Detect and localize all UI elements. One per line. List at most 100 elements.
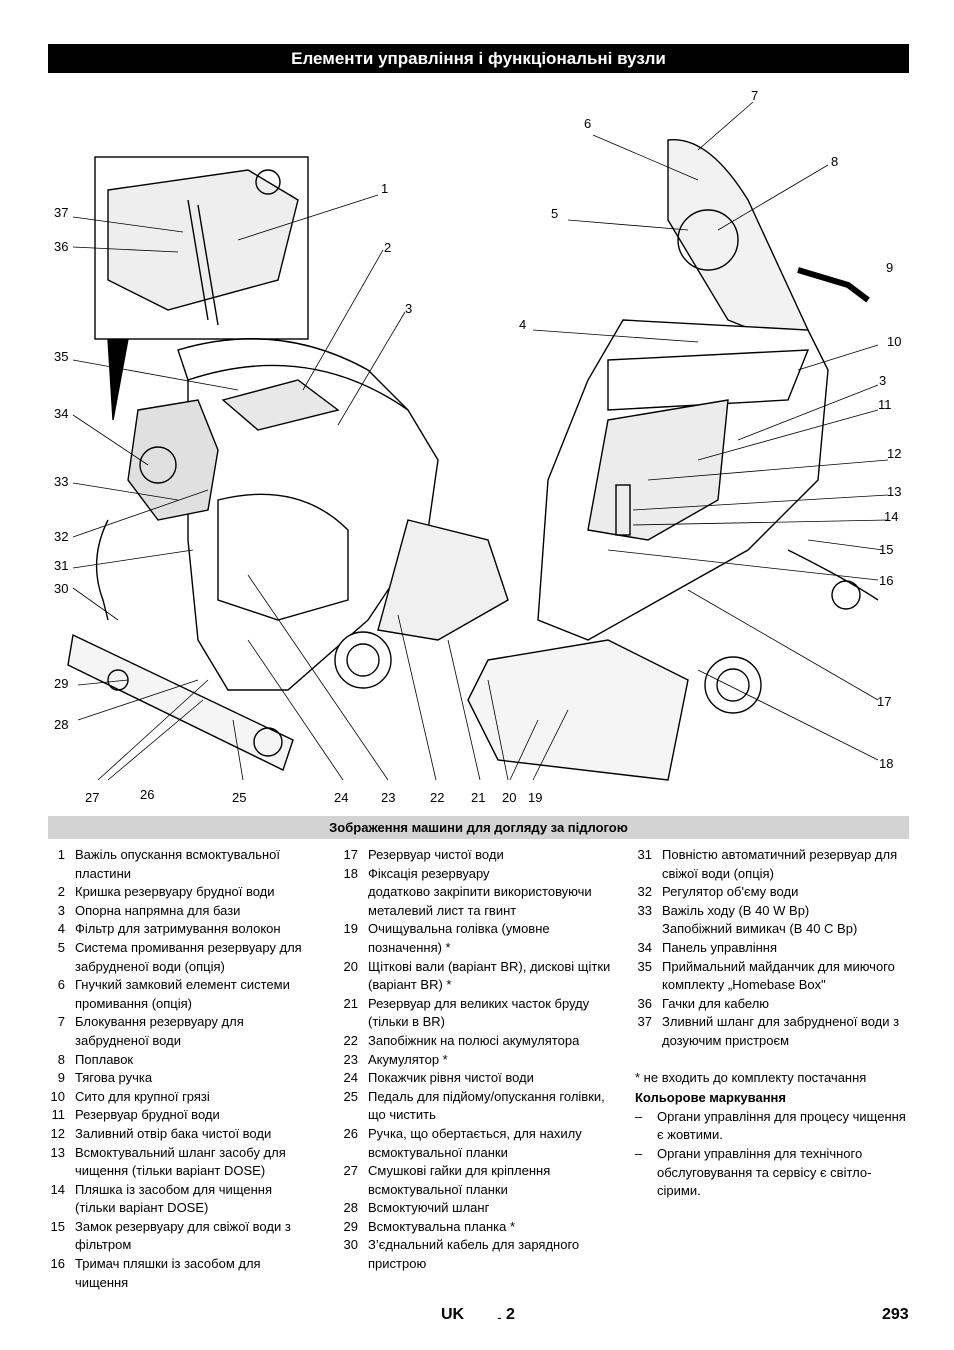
legend-item: 9 Тягова ручка [43,1069,313,1088]
callout-28: 28 [54,717,69,732]
callout-31: 31 [54,558,69,573]
legend-num: 4 [57,921,65,937]
callout-27: 27 [85,790,100,805]
legend-num: 23 [343,1051,358,1067]
legend-text: Педаль для підйому/опускання голівки, що… [368,1088,605,1123]
footer-separator: - [497,1309,502,1325]
color-item-text: Органи управління для технічного обслуго… [657,1145,872,1199]
callout-12: 12 [887,446,902,461]
callout-3b: 3 [879,373,887,388]
dash: – [635,1108,643,1124]
callout-14: 14 [884,509,899,524]
callout-16: 16 [879,573,894,588]
legend-num: 32 [637,884,652,900]
legend-num: 13 [50,1144,65,1160]
legend-text: Важіль ходу (В 40 W Bp) [662,902,810,918]
callout-2: 2 [384,240,392,255]
legend-num: 28 [343,1200,358,1216]
machine-drawing [67,101,889,781]
legend-num: 33 [637,902,652,918]
legend-text: Очищувальна голівка (умовне позначення) … [368,921,550,955]
legend-text: Резервуар чистої води [368,847,504,862]
legend-text: З’єднальний кабель для зарядного пристро… [368,1237,580,1272]
legend-num: 27 [343,1163,358,1179]
legend-num: 9 [57,1070,65,1086]
legend-text: Заливний отвір бака чистої води [75,1125,272,1141]
legend-text: Панель управління [662,939,778,955]
callout-29: 29 [54,676,69,691]
legend-text: Блокування резервуару для забрудненої во… [75,1014,244,1048]
legend-num: 20 [343,958,358,974]
callout-18: 18 [879,756,894,771]
legend-item: 7 Блокування резервуару для забрудненої в… [43,1013,313,1050]
legend-text: Всмоктуючий шланг [368,1200,490,1216]
legend-text: Опорна напрямна для бази [75,902,241,918]
color-item-text: Органи управління для процесу чищення є … [657,1108,906,1143]
legend-num: 6 [57,977,65,993]
spacer [630,1051,910,1069]
legend-text: Всмоктувальна планка * [368,1218,516,1234]
legend-item: Запобіжний вимикач (В 40 С Bp) [630,920,910,939]
callout-7: 7 [751,88,759,103]
legend-text: Покажчик рівня чистої води [368,1070,534,1086]
legend-num: 1 [57,847,65,862]
legend-text: Гнучкий замковий елемент системи промива… [75,977,290,1011]
legend-text: Пляшка із засобом для чищення (тільки ва… [75,1181,272,1216]
callout-13: 13 [887,484,902,499]
legend-item: 17 Резервуар чистої води [336,846,616,865]
callout-10: 10 [887,334,902,349]
callout-23: 23 [381,790,396,805]
callout-6: 6 [584,116,592,131]
legend-text: Резервуар брудної води [75,1107,220,1123]
legend-num: 26 [343,1125,358,1141]
legend-num: 7 [57,1014,65,1030]
legend-num: 37 [637,1014,652,1030]
legend-item: 20 Щіткові вали (варіант BR), дискові щіт… [336,958,616,995]
legend-num [630,920,652,939]
callout-5: 5 [551,206,559,221]
footer-section-num: 2 [506,1306,515,1323]
callout-36: 36 [54,239,69,254]
callout-30: 30 [54,581,69,596]
legend-num: 11 [51,1107,66,1123]
legend-text: Фіксація резервуару [368,865,490,881]
legend-text: Резервуар для великих часток бруду (тіль… [368,995,590,1030]
callout-37: 37 [54,205,69,220]
legend-text: Приймальний майданчик для миючого компле… [662,958,895,993]
legend-num: 17 [343,847,358,862]
legend-num: 31 [637,847,652,862]
legend-text: Тягова ручка [75,1070,153,1086]
callout-8: 8 [831,154,839,169]
legend-text: Регулятор об'єму води [662,884,799,900]
callout-24: 24 [334,790,349,805]
page-number: 293 [882,1306,909,1323]
legend-num: 16 [50,1256,65,1272]
page-title: Елементи управління і функціональні вузл… [48,44,909,73]
callout-19: 19 [528,790,543,805]
legend-num: 8 [57,1051,65,1067]
callout-1: 1 [381,181,389,196]
footer-lang: UK [441,1306,465,1323]
legend-text: Щіткові вали (варіант BR), дискові щітки… [368,958,611,993]
legend-item: додатково закріпити використовуючи метал… [336,883,616,920]
callout-20: 20 [502,790,517,805]
legend-item: 33 Важіль ходу (В 40 W Bp) [630,902,910,921]
legend-text: Замок резервуару для свіжої води з фільт… [75,1218,291,1253]
